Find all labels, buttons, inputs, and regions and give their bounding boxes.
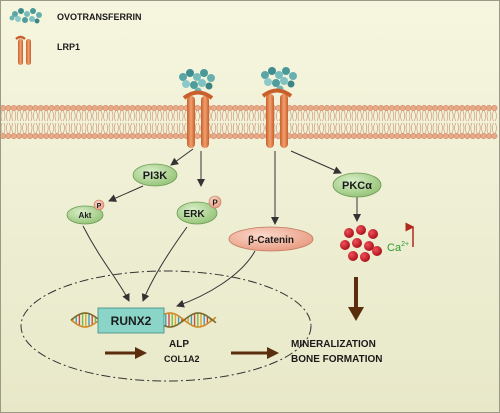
beta-catenin-node: β-Catenin [228, 226, 314, 252]
calcium-ions [340, 225, 382, 262]
legend-ovotransferrin-icon [9, 8, 42, 24]
ovotransferrin-molecule-left [179, 69, 215, 95]
nucleus-boundary [20, 270, 312, 382]
erk-node: ERK P [176, 195, 222, 225]
runx2-target-arrow [105, 347, 147, 359]
legend-lrp1-label: LRP1 [57, 42, 80, 52]
signal-arrows [82, 148, 361, 308]
runx2-node: RUNX2 [97, 307, 165, 334]
pkc-alpha-node: PKCα [332, 172, 382, 198]
lrp1-receptor-right [261, 88, 293, 148]
erk-label: ERK [183, 209, 205, 220]
outcome-mineralization: MINERALIZATION [291, 339, 376, 350]
akt-label: Akt [79, 211, 92, 220]
cell-membrane [1, 104, 498, 139]
akt-phospho-label: P [97, 203, 102, 210]
runx2-label: RUNX2 [111, 314, 152, 328]
col1a2-label: COL1A2 [164, 354, 200, 364]
pi3k-node: PI3K [132, 163, 178, 187]
calcium-label: Ca2+ [387, 241, 409, 254]
lrp1-receptor-left [182, 90, 214, 148]
alp-label: ALP [169, 339, 189, 350]
beta-catenin-label: β-Catenin [248, 235, 294, 246]
pi3k-label: PI3K [143, 170, 168, 182]
akt-node: Akt P [66, 199, 105, 225]
pkc-alpha-label: PKCα [342, 180, 372, 192]
legend-ovotransferrin-label: OVOTRANSFERRIN [57, 12, 142, 22]
legend-lrp1-icon [15, 35, 31, 65]
nucleus-outcome-arrow [231, 347, 279, 359]
erk-phospho-label: P [212, 199, 218, 208]
outcome-bone-formation: BONE FORMATION [291, 354, 382, 365]
pkc-mineralization-arrow [348, 277, 364, 321]
